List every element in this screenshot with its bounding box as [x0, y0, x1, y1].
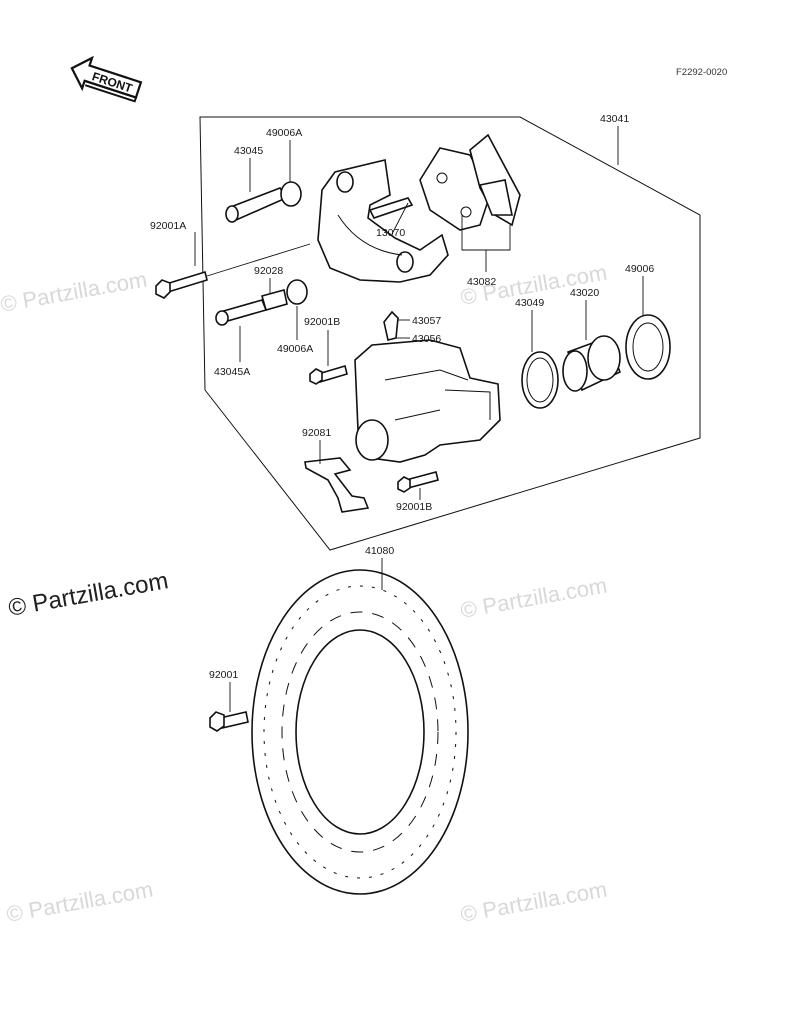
label-49006A-top: 49006A	[266, 127, 302, 139]
caliper-bracket	[317, 159, 449, 283]
caliper-body	[354, 339, 501, 463]
spring-92081	[304, 457, 370, 513]
label-13070: 13070	[376, 227, 405, 239]
bolt-92001B-bottom	[397, 471, 439, 493]
watermark-main: © Partzilla.com	[6, 567, 170, 622]
pin-43045	[225, 187, 288, 223]
clip-13070	[368, 197, 414, 219]
disc-bolt-92001	[209, 711, 249, 732]
label-43056: 43056	[412, 333, 441, 345]
label-92001: 92001	[209, 669, 238, 681]
label-92001B-top: 92001B	[304, 316, 340, 328]
caliper-assembly-outline	[199, 116, 701, 551]
watermark-5: © Partzilla.com	[459, 877, 609, 927]
boot-49006A-top	[280, 181, 302, 207]
seal-43049	[521, 351, 559, 409]
boot-49006A-bottom	[286, 279, 308, 305]
label-92081: 92081	[302, 427, 331, 439]
brake-disc-41080	[251, 569, 469, 895]
label-43020: 43020	[570, 287, 599, 299]
sleeve-92028	[261, 289, 288, 311]
dust-seal-49006	[625, 314, 671, 380]
leader-lines	[194, 126, 644, 712]
label-41080: 41080	[365, 545, 394, 557]
label-43045: 43045	[234, 145, 263, 157]
pin-43045A	[215, 299, 268, 326]
bolt-92001A	[155, 270, 208, 299]
label-43045A: 43045A	[214, 366, 250, 378]
label-43049: 43049	[515, 297, 544, 309]
brake-pads-43082	[419, 133, 521, 231]
label-92028: 92028	[254, 265, 283, 277]
watermark-4: © Partzilla.com	[5, 877, 155, 927]
bolt-92001B-top	[309, 364, 348, 385]
diagram-code: F2292-0020	[676, 67, 727, 78]
label-49006A-bottom: 49006A	[277, 343, 313, 355]
label-92001B-bottom: 92001B	[396, 501, 432, 513]
part-labels: 43041 49006A 43045 92001A 13070 43082 92…	[150, 113, 654, 681]
front-arrow-icon: FRONT	[70, 55, 143, 103]
label-43041: 43041	[600, 113, 629, 125]
label-43082: 43082	[467, 276, 496, 288]
piston-43020	[562, 335, 622, 392]
label-49006: 49006	[625, 263, 654, 275]
watermark-1: © Partzilla.com	[0, 267, 149, 317]
label-92001A: 92001A	[150, 220, 186, 232]
watermark-3: © Partzilla.com	[459, 573, 609, 623]
bleeder-valve-43057	[383, 310, 399, 341]
label-43057: 43057	[412, 315, 441, 327]
